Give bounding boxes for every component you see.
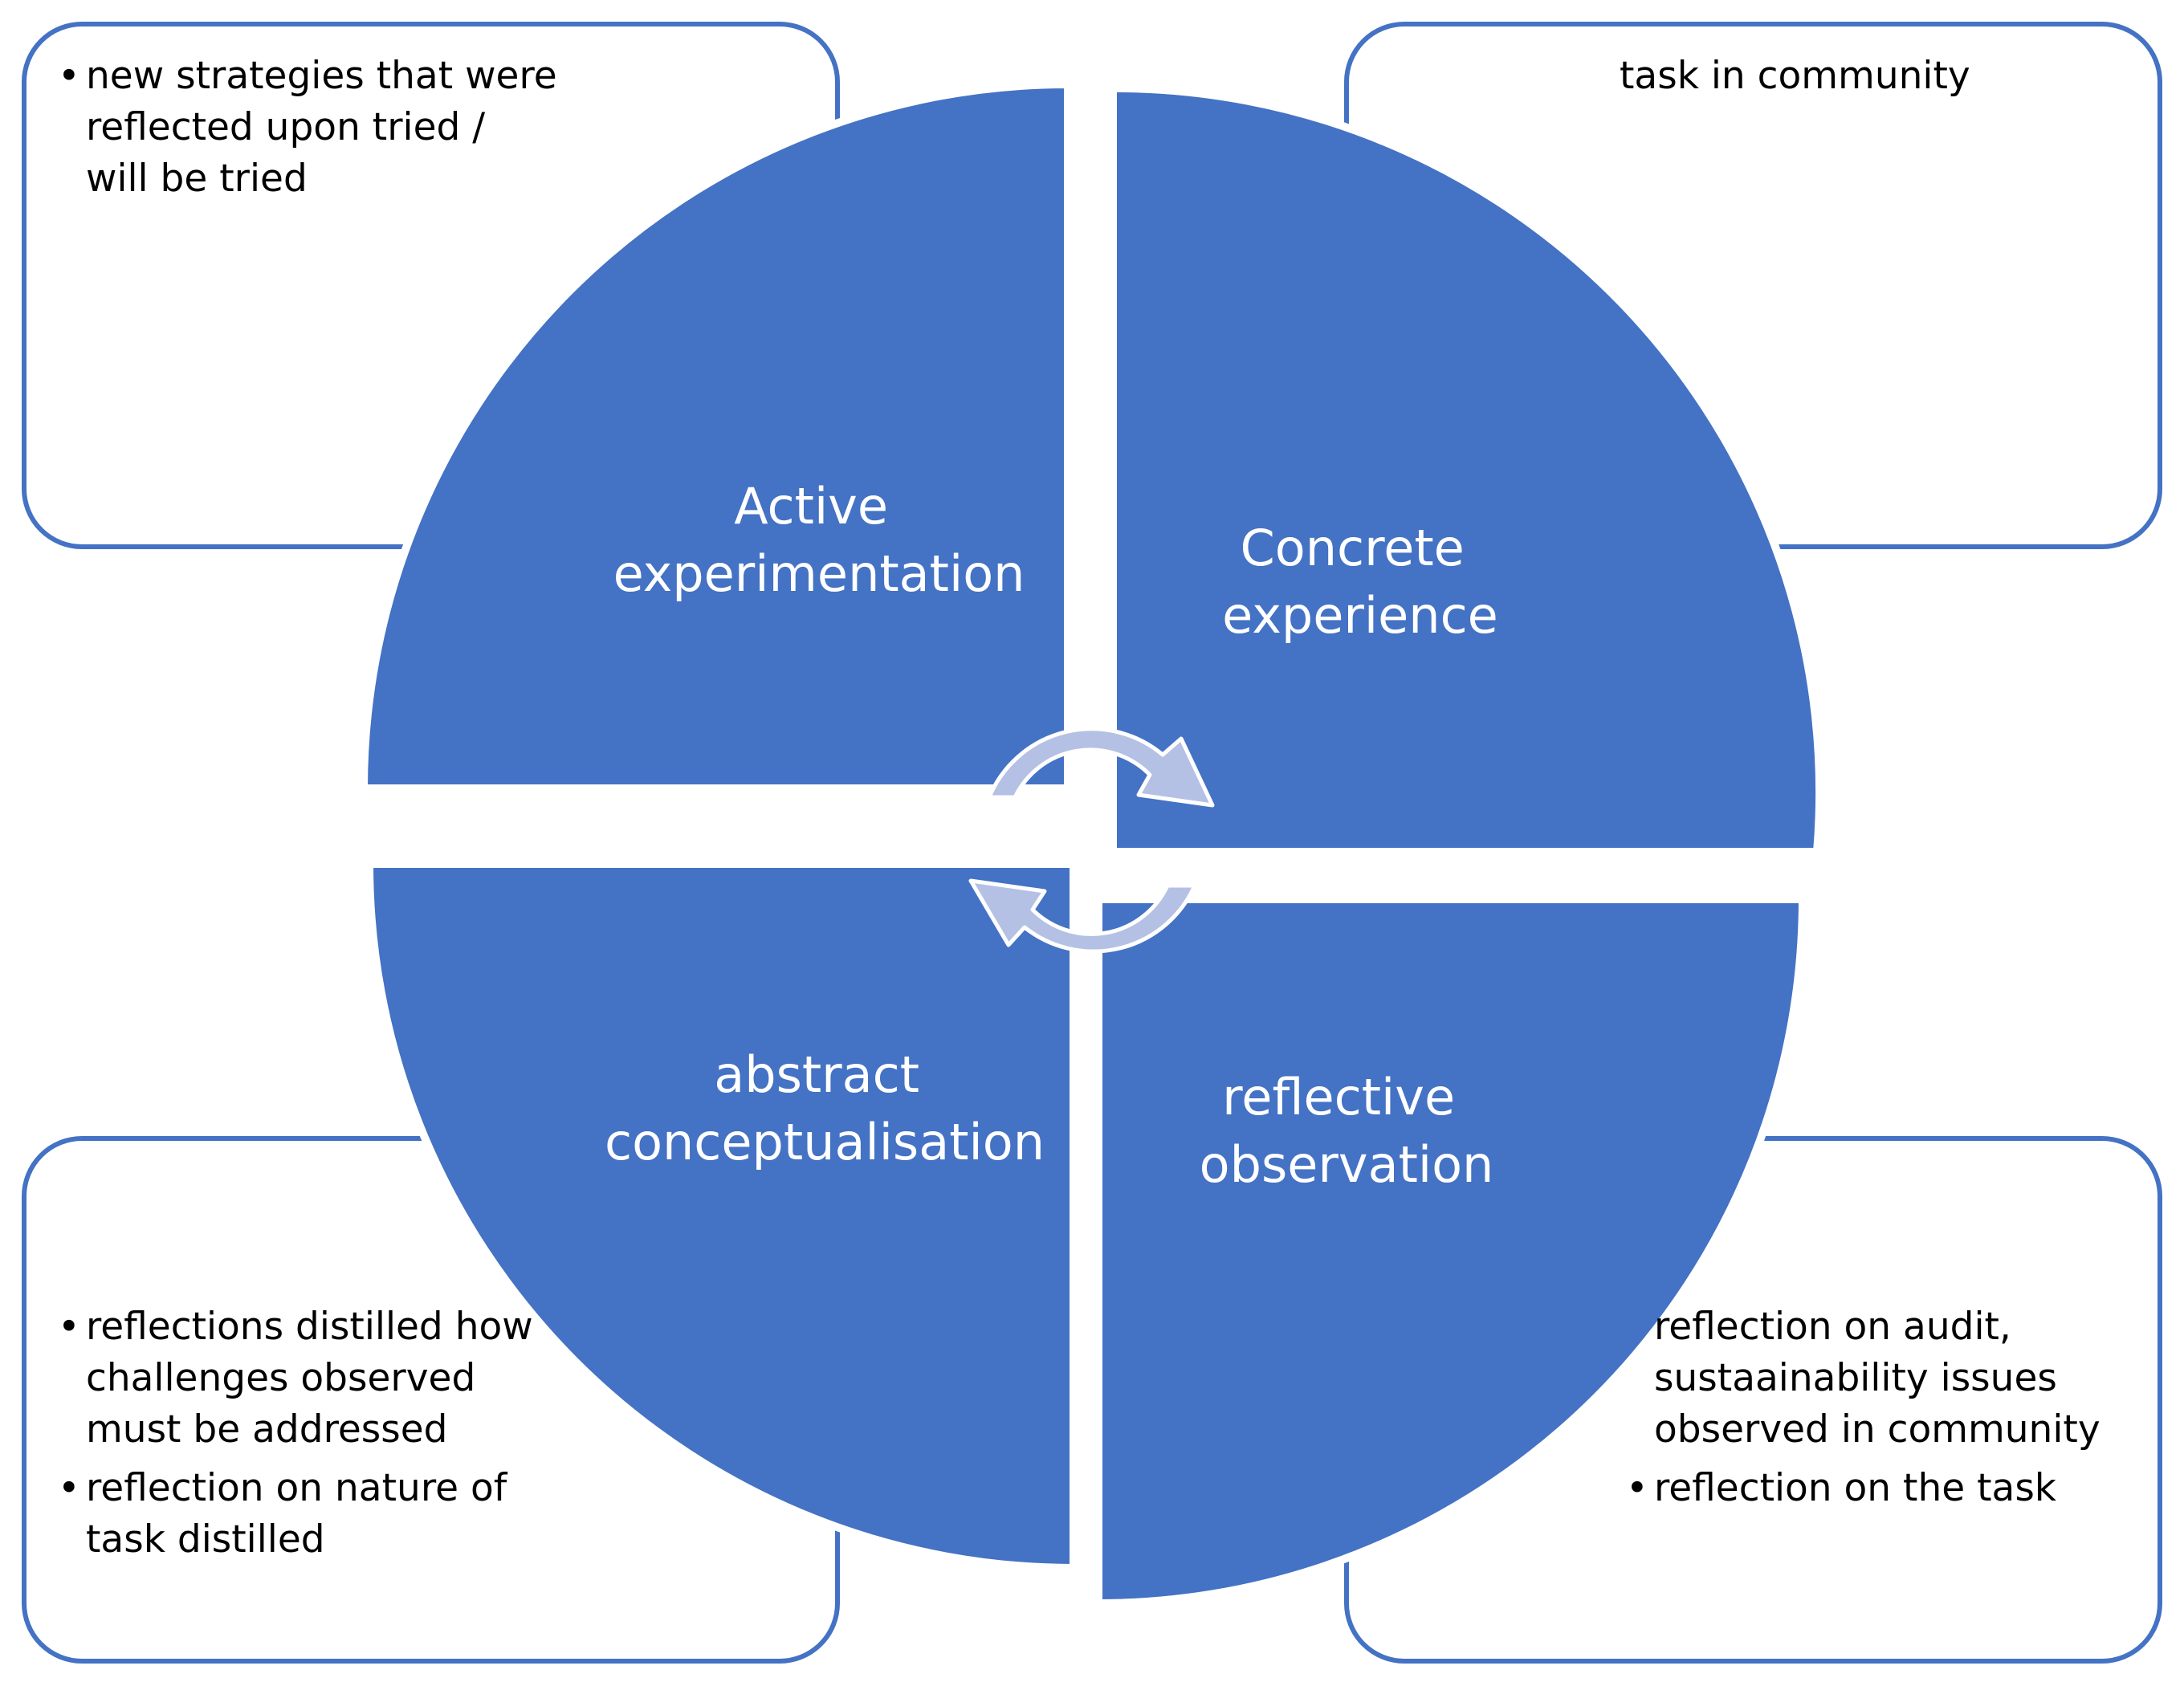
box-line: sustaainability issues bbox=[1654, 1356, 2057, 1400]
quadrant-label-bottom-left: abstract conceptualisation bbox=[605, 1045, 1045, 1171]
quadrant-label-top-left: Active experimentation bbox=[613, 477, 1025, 603]
box-line: reflected upon tried / bbox=[86, 105, 485, 149]
box-line: observed in community bbox=[1654, 1407, 2100, 1452]
box-line: challenges observed bbox=[86, 1356, 475, 1400]
bullet-marker: • bbox=[58, 54, 80, 98]
circular-arrows-cycle-icon bbox=[968, 727, 1215, 954]
box-line: will be tried bbox=[86, 157, 308, 201]
bullet-marker: • bbox=[58, 1305, 80, 1349]
box-bottom-right-text: reflection on audit, sustaainability iss… bbox=[1626, 1305, 2100, 1510]
box-line: reflection on the task bbox=[1654, 1466, 2057, 1510]
quadrant-reflective-observation bbox=[1094, 895, 1807, 1608]
box-bottom-left-text: • reflections distilled how challenges o… bbox=[58, 1305, 533, 1562]
box-line: task in community bbox=[1620, 54, 1970, 98]
quadrant-concrete-experience bbox=[1109, 83, 1824, 856]
quadrant-label-top-right: Concrete experience bbox=[1222, 519, 1498, 645]
quadrant-abstract-conceptualisation bbox=[365, 860, 1078, 1573]
cycle-arrow-bottom bbox=[968, 878, 1197, 954]
bullet-marker: • bbox=[58, 1466, 80, 1510]
cycle-arrow-top bbox=[987, 727, 1215, 808]
bullet-marker: • bbox=[1626, 1466, 1648, 1510]
box-line: task distilled bbox=[86, 1517, 325, 1562]
box-line: new strategies that were bbox=[86, 54, 557, 98]
box-top-left-text: • new strategies that were reflected upo… bbox=[58, 54, 557, 201]
box-line: reflection on nature of bbox=[86, 1466, 508, 1510]
box-top-right-text: task in community bbox=[1620, 54, 1970, 98]
box-line: reflections distilled how bbox=[86, 1305, 533, 1349]
quadrant-active-experimentation bbox=[359, 79, 1072, 792]
box-line: reflection on audit, bbox=[1654, 1305, 2011, 1349]
box-line: must be addressed bbox=[86, 1407, 448, 1452]
quadrant-label-bottom-right: reflective observation bbox=[1200, 1068, 1494, 1194]
